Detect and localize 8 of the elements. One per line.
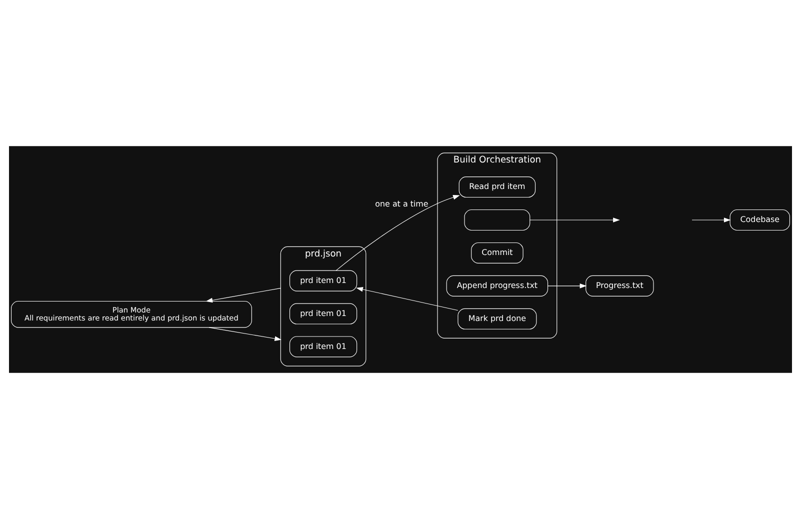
arrow (547, 283, 586, 288)
arrow (205, 287, 280, 302)
node-box (464, 208, 530, 230)
arrow (691, 217, 730, 222)
arrow (208, 326, 282, 340)
arrow (335, 194, 460, 270)
arrow (356, 286, 458, 310)
arrow (529, 217, 620, 222)
